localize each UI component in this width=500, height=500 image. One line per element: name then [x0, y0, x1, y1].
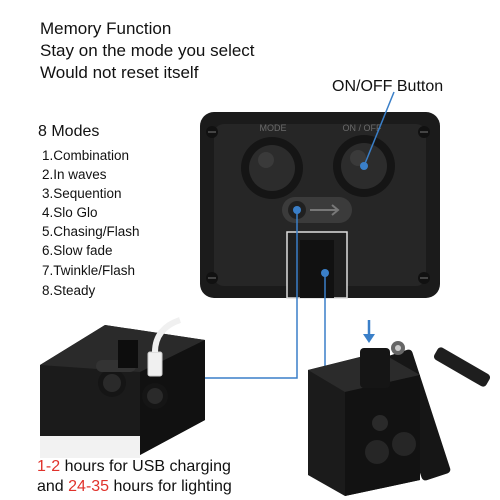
lighting-time-text: and 24-35 hours for lighting	[37, 478, 232, 496]
header-line-3: Would not reset itself	[40, 63, 199, 82]
mounted-control-box	[308, 320, 491, 496]
charging-time-text: 1-2 hours for USB charging	[37, 458, 231, 476]
onoff-callout-label: ON/OFF Button	[332, 78, 444, 95]
mode-item: 6.Slow fade	[42, 243, 113, 258]
mode-label: MODE	[260, 123, 287, 133]
charging-hours-highlight: 1-2	[37, 458, 61, 475]
mode-item: 4.Slo Glo	[42, 205, 98, 220]
modes-title: 8 Modes	[38, 123, 100, 140]
mode-item: 7.Twinkle/Flash	[42, 263, 136, 278]
mode-item: 1.Combination	[42, 148, 130, 163]
small-control-box	[40, 317, 205, 458]
mode-item: 8.Steady	[42, 283, 96, 298]
mode-button	[249, 145, 295, 191]
onoff-label: ON / OFF	[343, 123, 382, 133]
lighting-hours-highlight: 24-35	[68, 478, 110, 495]
header-line-1: Memory Function	[40, 19, 172, 38]
control-box: MODE ON / OFF	[200, 112, 440, 299]
mode-item: 5.Chasing/Flash	[42, 224, 140, 239]
lighting-prefix: and	[37, 478, 69, 495]
header-line-2: Stay on the mode you select	[40, 41, 255, 60]
lighting-hours-rest: hours for lighting	[109, 478, 232, 495]
charging-hours-rest: hours for USB charging	[60, 458, 231, 475]
callout-line	[363, 91, 395, 167]
mode-item: 2.In waves	[42, 167, 107, 182]
mode-item: 3.Sequention	[42, 186, 122, 201]
